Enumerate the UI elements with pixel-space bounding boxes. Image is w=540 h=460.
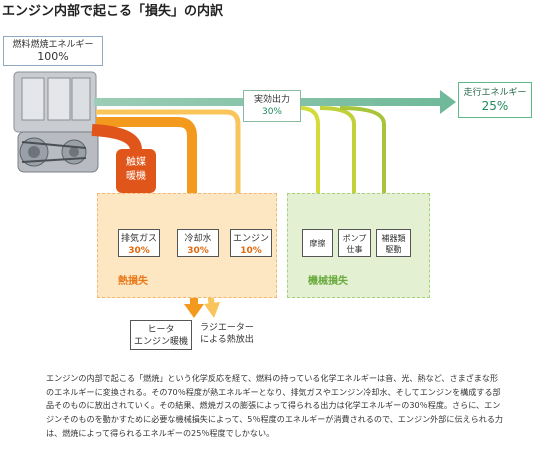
- effective-output-label: 実効出力: [253, 95, 290, 105]
- heat-loss-label: 熱損失: [118, 276, 148, 287]
- mechanical-loss-label: 機械損失: [308, 276, 348, 287]
- catalyst-line2: 暖機: [126, 171, 146, 182]
- exhaust-gas-value: 30%: [128, 246, 150, 256]
- exhaust-gas-box: 排気ガス 30%: [118, 229, 160, 257]
- pump-work-line1: ポンプ: [342, 234, 367, 243]
- effective-output-box: 実効出力 30%: [243, 90, 301, 122]
- description-paragraph: エンジンの内部で起こる「燃焼」という化学反応を経て、燃料の持っている化学エネルギ…: [46, 373, 504, 438]
- engine-heat-value: 10%: [240, 246, 262, 256]
- coolant-label: 冷却水: [184, 234, 212, 244]
- friction-box: 摩擦: [302, 229, 333, 257]
- coolant-heat-flow: [96, 117, 197, 214]
- engine-heat-box: エンジン 10%: [230, 229, 272, 257]
- auxiliary-drive-line2: 駆動: [385, 245, 402, 254]
- pump-work-line2: 仕事: [346, 245, 363, 254]
- friction-label: 摩擦: [309, 239, 326, 248]
- exhaust-gas-label: 排気ガス: [120, 234, 157, 244]
- engine-illustration: [13, 71, 99, 173]
- coolant-box: 冷却水 30%: [177, 229, 219, 257]
- auxiliary-drive-line1: 補器類: [381, 234, 406, 243]
- radiator-line1: ラジエーター: [200, 323, 254, 333]
- page-title: エンジン内部で起こる「損失」の内訳: [2, 4, 224, 19]
- heater-warmup-box: ヒータ エンジン暖機: [130, 320, 192, 350]
- exhaust-heat-flow: [91, 124, 142, 151]
- fuel-energy-box: 燃料燃焼エネルギー 100%: [3, 36, 103, 66]
- auxiliary-drive-box: 補器類 駆動: [376, 229, 411, 257]
- fuel-energy-label: 燃料燃焼エネルギー: [12, 40, 94, 50]
- catalyst-warmup-box: 触媒 暖機: [116, 149, 156, 193]
- coolant-value: 30%: [187, 246, 209, 256]
- running-energy-label: 走行エネルギー: [463, 88, 527, 98]
- catalyst-line1: 触媒: [126, 157, 146, 168]
- effective-output-value: 30%: [261, 107, 282, 117]
- engine-heat-flow: [96, 109, 241, 214]
- mech-loss-branches: [299, 106, 386, 214]
- running-energy-value: 25%: [481, 99, 509, 113]
- fuel-energy-value: 100%: [37, 50, 69, 63]
- engine-heat-label: エンジン: [232, 234, 269, 244]
- heater-line2: エンジン暖機: [133, 337, 188, 347]
- radiator-release-text: ラジエーター による熱放出: [200, 322, 270, 346]
- running-energy-box: 走行エネルギー 25%: [458, 82, 532, 118]
- heater-line1: ヒータ: [147, 325, 175, 335]
- radiator-line2: による熱放出: [200, 335, 254, 345]
- pump-work-box: ポンプ 仕事: [338, 229, 371, 257]
